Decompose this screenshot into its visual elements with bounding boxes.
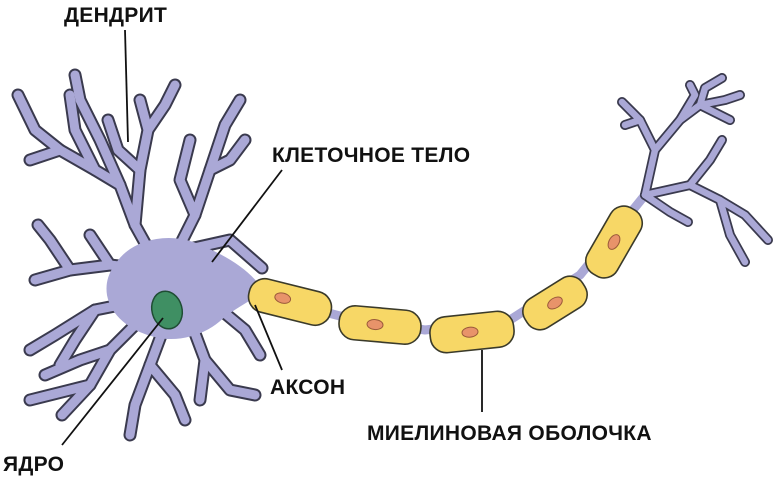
- dendrites-fill: [13, 70, 267, 440]
- myelin-segment: [522, 275, 588, 331]
- axon-terminals-fill: [618, 74, 772, 266]
- label-nucleus: ЯДРО: [3, 453, 65, 476]
- neuron: [11, 68, 773, 442]
- label-axon: АКСОН: [270, 376, 346, 399]
- schwann-cell-nucleus: [547, 296, 563, 310]
- myelin-sheath: [247, 205, 644, 354]
- schwann-cell-nucleus: [461, 326, 479, 338]
- schwann-cell-nucleus: [607, 234, 621, 250]
- myelin-segment: [429, 310, 515, 354]
- leader-line-dendrite: [124, 29, 129, 143]
- label-myelin-sheath: МИЕЛИНОВАЯ ОБОЛОЧКА: [367, 422, 652, 445]
- schwann-cell-nucleus: [274, 292, 292, 304]
- myelin-segment: [247, 277, 333, 327]
- leader-line-cell-body: [211, 169, 283, 263]
- cell-body: [106, 238, 263, 339]
- label-cell-body: КЛЕТОЧНОЕ ТЕЛО: [272, 144, 471, 167]
- myelin-segment: [584, 205, 644, 279]
- schwann-cell-nucleus: [366, 319, 384, 331]
- leader-line-axon: [254, 304, 283, 371]
- leader-lines: [61, 29, 483, 446]
- nucleus: [150, 290, 184, 330]
- leader-line-nucleus: [61, 317, 164, 446]
- myelin-segment: [338, 305, 422, 345]
- label-dendrite: ДЕНДРИТ: [64, 4, 168, 27]
